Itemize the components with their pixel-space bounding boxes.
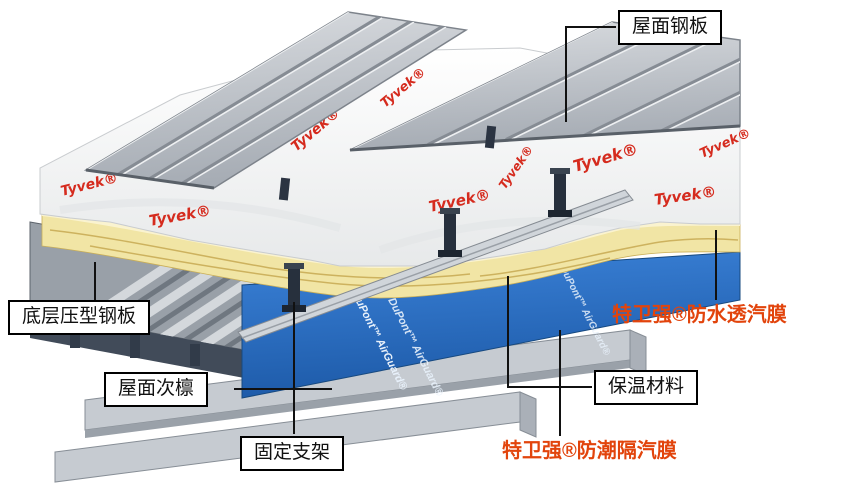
panel-clips — [278, 125, 497, 201]
label-roof-panel: 屋面钢板 — [618, 10, 723, 45]
leader-lines — [94, 26, 717, 436]
roof-steel-panels-left — [83, 11, 469, 190]
leader-roof-panel — [565, 26, 616, 122]
label-insulation: 保温材料 — [594, 370, 699, 405]
support-rail — [237, 189, 634, 343]
label-secondary-purlin: 屋面次檩 — [104, 372, 209, 407]
label-bottom-deck: 底层压型钢板 — [8, 300, 151, 335]
label-vapor-barrier: 特卫强®防潮隔汽膜 — [502, 438, 677, 464]
label-waterproof-membrane-text: 特卫强®防水透汽膜 — [612, 304, 787, 326]
label-roof-panel-text: 屋面钢板 — [632, 16, 709, 37]
label-vapor-barrier-text: 特卫强®防潮隔汽膜 — [502, 440, 677, 462]
fixing-bracket — [438, 208, 462, 257]
label-fixed-bracket-text: 固定支架 — [254, 442, 331, 463]
label-waterproof-membrane: 特卫强®防水透汽膜 — [612, 302, 787, 328]
label-fixed-bracket: 固定支架 — [240, 436, 345, 471]
label-insulation-text: 保温材料 — [608, 376, 685, 397]
label-secondary-purlin-text: 屋面次檩 — [118, 378, 195, 399]
leader-insulation — [507, 276, 592, 388]
label-bottom-deck-text: 底层压型钢板 — [22, 306, 137, 327]
fixing-bracket — [548, 168, 572, 217]
fixing-brackets — [282, 168, 572, 312]
roof-steel-panels-right — [349, 21, 741, 152]
